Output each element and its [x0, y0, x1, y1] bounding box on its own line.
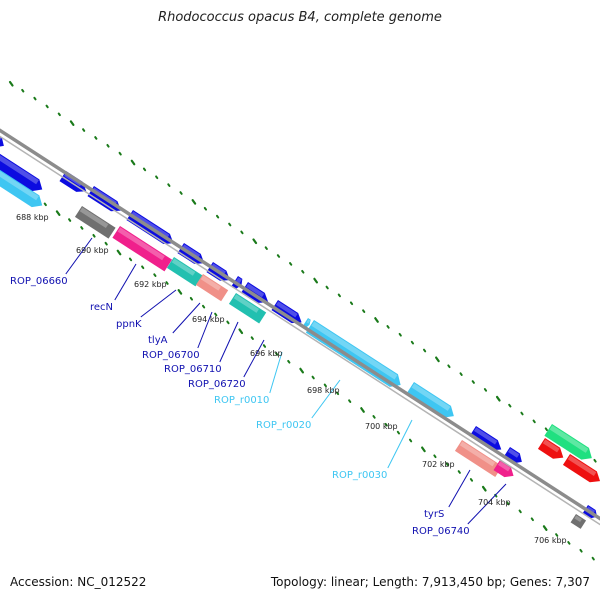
tick-row-inner	[7, 178, 595, 561]
ruler-tick-label: 696 kbp	[250, 349, 283, 358]
gene-feature-salmon[interactable]	[454, 440, 503, 477]
gene-label: ROP_06700	[142, 350, 200, 361]
cds-feature[interactable]	[271, 300, 304, 327]
backbone-line	[0, 128, 600, 521]
gene-label: recN	[90, 302, 113, 313]
gene-label: ROP_r0010	[214, 395, 269, 406]
gene-callout[interactable]: ROP_06660	[10, 237, 93, 287]
rrna-feature-16s[interactable]	[305, 320, 405, 391]
gene-label: ROP_06710	[164, 364, 222, 375]
ruler-tick-label: 702 kbp	[422, 460, 455, 469]
gene-callout[interactable]: tlyA	[148, 302, 201, 346]
gene-callout[interactable]: ROP_06740	[412, 483, 507, 537]
gene-feature-gray[interactable]	[570, 514, 587, 529]
callout-leader-line	[65, 237, 93, 275]
cds-feature-red[interactable]	[562, 454, 600, 487]
backbone-shadow	[0, 135, 600, 526]
callout-leader-line	[172, 302, 201, 334]
gene-callout[interactable]: ROP_r0010	[214, 351, 283, 406]
gene-callout[interactable]: ROP_r0030	[332, 419, 413, 481]
ruler-tick-label: 704 kbp	[478, 498, 511, 507]
gene-feature-teal[interactable]	[228, 293, 267, 324]
gene-callout[interactable]: ROP_06720	[188, 339, 265, 390]
cds-feature[interactable]	[469, 426, 504, 455]
gene-callout[interactable]: ROP_06700	[142, 311, 213, 361]
callout-leader-line	[448, 469, 471, 508]
callout-leader-line	[311, 379, 341, 419]
gene-callout[interactable]: ROP_06710	[164, 321, 239, 375]
genome-title: Rhodococcus opacus B4, complete genome	[158, 10, 442, 25]
gene-callout[interactable]: recN	[90, 263, 137, 313]
gene-label: ROP_06720	[188, 379, 246, 390]
backbone-layer	[0, 128, 600, 526]
ruler-tick-label: 706 kbp	[534, 536, 567, 545]
callout-leader-line	[219, 321, 239, 363]
callout-leader-line	[114, 263, 137, 301]
gene-label: ROP_06740	[412, 526, 470, 537]
ruler-tick-label: 698 kbp	[307, 386, 340, 395]
ruler-tick-label: 700 kbp	[365, 422, 398, 431]
cds-feature-green[interactable]	[544, 424, 595, 464]
ruler-tick-label: 688 kbp	[16, 213, 49, 222]
gene-feature-pink[interactable]	[112, 226, 173, 272]
rrna-feature-23s[interactable]	[406, 382, 457, 422]
gene-feature-pink[interactable]	[493, 460, 516, 481]
callout-leader-line	[140, 289, 177, 318]
gene-label: tyrS	[424, 509, 444, 520]
ruler-tick-label: 692 kbp	[134, 280, 167, 289]
gene-callout[interactable]: tyrS	[424, 469, 471, 520]
cds-feature-red[interactable]	[537, 438, 567, 463]
genome-summary-label: Topology: linear; Length: 7,913,450 bp; …	[270, 575, 590, 589]
tick-row-outer	[8, 80, 597, 463]
gene-label: ROP_06660	[10, 276, 68, 287]
features-layer	[0, 131, 600, 529]
callout-leader-line	[269, 351, 283, 394]
rna-feature-edge[interactable]	[0, 166, 46, 211]
gene-callout[interactable]: ppnK	[116, 289, 177, 330]
callout-leader-line	[243, 339, 265, 378]
gene-label: ppnK	[116, 319, 142, 330]
tick-dots-layer	[7, 80, 597, 561]
ruler-tick-label: 694 kbp	[192, 315, 225, 324]
gene-label: tlyA	[148, 335, 168, 346]
gene-feature-teal[interactable]	[166, 257, 203, 287]
gene-label: ROP_r0020	[256, 420, 311, 431]
callout-leader-line	[387, 419, 413, 469]
callout-leader-line	[197, 311, 213, 349]
gene-callout[interactable]: ROP_r0020	[256, 379, 341, 431]
cds-feature-edge[interactable]	[0, 150, 46, 195]
accession-label: Accession: NC_012522	[10, 575, 147, 589]
gene-feature-gray[interactable]	[74, 206, 116, 239]
gene-label: ROP_r0030	[332, 470, 387, 481]
gene-feature-salmon[interactable]	[195, 274, 229, 302]
callout-leader-line	[467, 483, 507, 525]
ruler-layer: 688 kbp 690 kbp 692 kbp 694 kbp 696 kbp 698 k…	[16, 213, 567, 545]
ruler-tick-label: 690 kbp	[76, 246, 109, 255]
